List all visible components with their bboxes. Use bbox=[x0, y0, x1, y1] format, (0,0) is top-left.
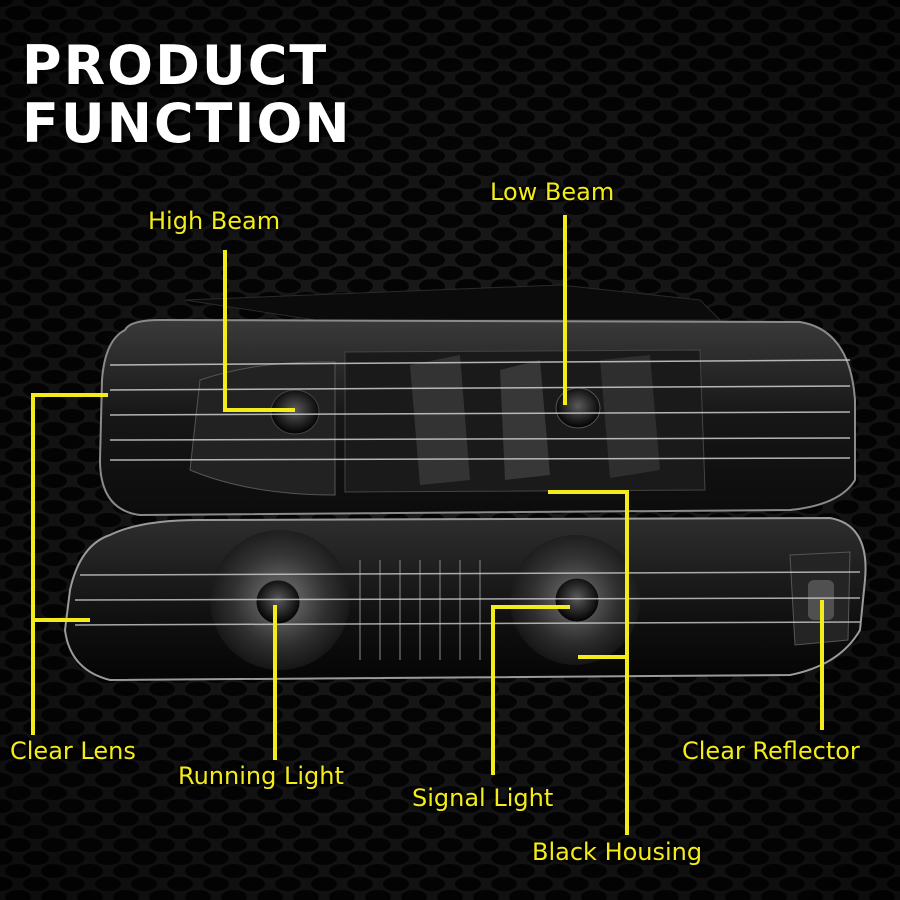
page-title-line-2: FUNCTION bbox=[22, 92, 352, 155]
clear-reflector-label: Clear Reflector bbox=[682, 737, 860, 765]
clear-lens-label: Clear Lens bbox=[10, 737, 136, 765]
callout-leader-lines bbox=[31, 215, 824, 835]
low-beam-label: Low Beam bbox=[490, 178, 615, 206]
signal-light-label: Signal Light bbox=[412, 784, 554, 812]
high-beam-label: High Beam bbox=[148, 207, 281, 235]
black-housing-leader bbox=[548, 490, 629, 835]
running-light-label: Running Light bbox=[178, 762, 344, 790]
black-housing-label: Black Housing bbox=[532, 838, 703, 866]
high-beam-leader bbox=[223, 250, 295, 412]
bumper-lamp bbox=[63, 516, 867, 682]
page-title-line-1: PRODUCT bbox=[22, 34, 329, 97]
signal-light-leader bbox=[491, 605, 570, 775]
headlight-housing bbox=[98, 284, 856, 517]
